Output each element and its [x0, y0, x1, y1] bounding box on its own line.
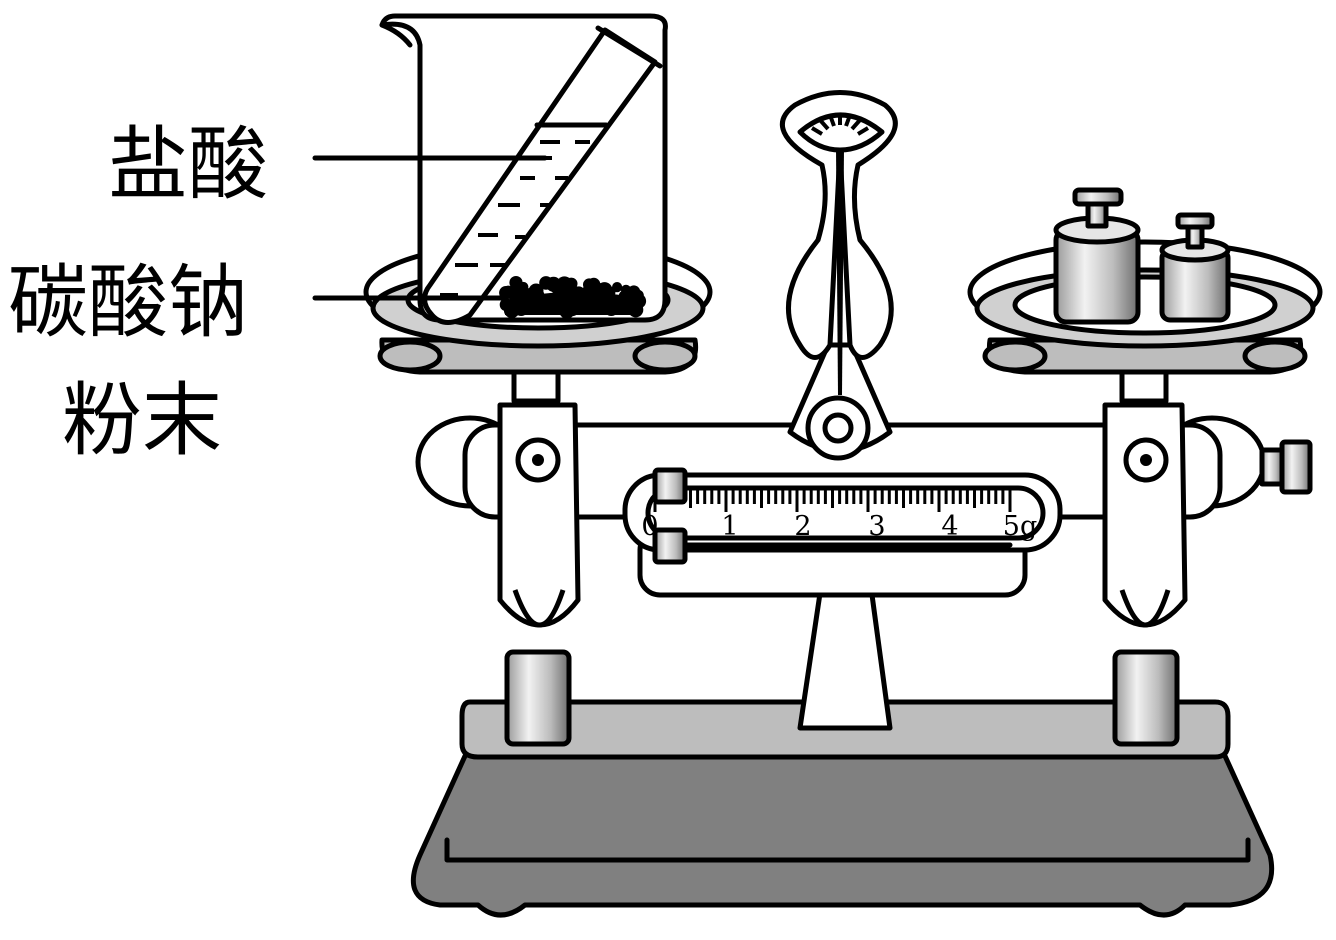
rider-top[interactable] — [652, 467, 688, 505]
left-foot — [504, 649, 572, 747]
left-column — [497, 362, 581, 628]
pointer-dial — [780, 90, 898, 395]
label-powder-line1: 碳酸钠 — [8, 256, 248, 349]
weight-small — [1159, 212, 1231, 323]
adjusting-nut — [1259, 439, 1313, 495]
label-powder-line2: 粉末 — [62, 374, 222, 467]
right-column — [1102, 362, 1188, 628]
powder-granule — [505, 286, 519, 300]
powder-granule — [550, 280, 565, 295]
rider-bottom[interactable] — [652, 527, 688, 565]
scale-label: 3 — [868, 511, 885, 542]
central-pillar — [797, 577, 893, 731]
scale-label: 2 — [794, 511, 811, 542]
scale-label: 1 — [721, 511, 738, 542]
scale-label: 4 — [941, 511, 958, 542]
right-foot — [1112, 649, 1180, 747]
powder-granule — [590, 281, 603, 293]
right-pan — [967, 239, 1323, 375]
powder-granule — [539, 276, 553, 290]
balance-base — [410, 699, 1275, 918]
label-acid: 盐酸 — [108, 118, 268, 211]
weight-large — [1053, 187, 1141, 325]
powder-granule — [612, 282, 623, 293]
scale-label: 5g — [1003, 511, 1037, 542]
